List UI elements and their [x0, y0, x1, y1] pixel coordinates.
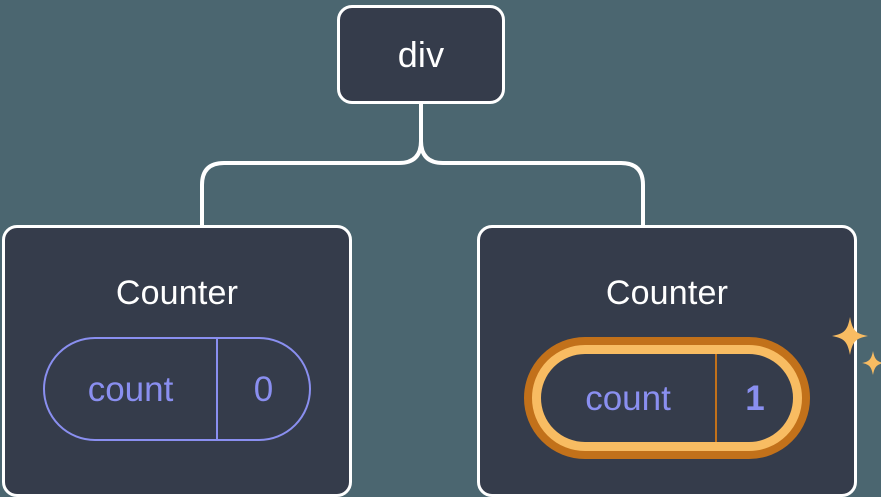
sparkle-small-icon — [862, 351, 881, 375]
sparkle-large-icon — [832, 317, 868, 355]
state-pill-left-key: count — [45, 339, 218, 439]
state-pill-right[interactable]: count 1 — [524, 337, 810, 459]
state-pill-right-wrap: count 1 — [524, 317, 881, 459]
state-pill-left[interactable]: count 0 — [43, 337, 311, 441]
connector-right-branch-path — [419, 139, 645, 229]
sparkle-group — [832, 317, 881, 375]
node-div-label: div — [397, 33, 445, 75]
node-counter-right-title: Counter — [605, 274, 729, 312]
state-pill-right-key: count — [541, 354, 717, 442]
node-div[interactable]: div — [337, 5, 505, 104]
connector-stem-path — [200, 101, 423, 229]
node-counter-left[interactable]: Counter count 0 — [2, 225, 352, 497]
state-pill-right-inner: count 1 — [541, 354, 793, 442]
state-pill-right-value: 1 — [745, 378, 765, 418]
state-pill-left-value: 0 — [253, 369, 274, 409]
state-pill-left-wrap: count 0 — [43, 337, 311, 441]
node-counter-right[interactable]: Counter count 1 — [477, 225, 881, 497]
node-counter-left-title: Counter — [115, 274, 239, 312]
